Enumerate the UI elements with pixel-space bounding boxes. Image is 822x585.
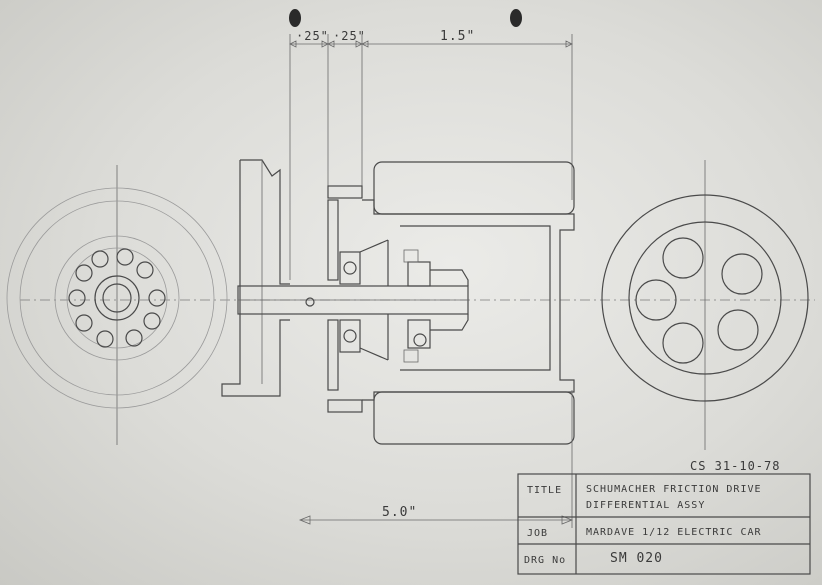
- job-label: JOB: [527, 528, 548, 539]
- dim-label-2: ·25": [333, 29, 366, 43]
- dim-label-3: 1.5": [440, 29, 475, 44]
- title-label: TITLE: [527, 485, 562, 496]
- job-value: MARDAVE 1/12 ELECTRIC CAR: [586, 527, 762, 538]
- title-block: [517, 473, 811, 575]
- dim-label-4: 5.0": [382, 505, 417, 520]
- title-line-2: DIFFERENTIAL ASSY: [586, 500, 705, 511]
- top-dimensions: [289, 34, 573, 280]
- signature-date: CS 31-10-78: [690, 459, 780, 473]
- punch-hole: [289, 9, 301, 27]
- right-wheel-end-view: [601, 160, 809, 450]
- punch-hole: [510, 9, 522, 27]
- bottom-dimension: [298, 390, 574, 528]
- drawing-number-label: DRG No: [524, 555, 566, 566]
- dim-label-1: ·25": [296, 29, 329, 43]
- left-wheel-end-view: [6, 165, 228, 445]
- assembly-section-view: [221, 159, 575, 445]
- title-line-1: SCHUMACHER FRICTION DRIVE: [586, 484, 762, 495]
- drawing-number-value: SM 020: [610, 551, 663, 566]
